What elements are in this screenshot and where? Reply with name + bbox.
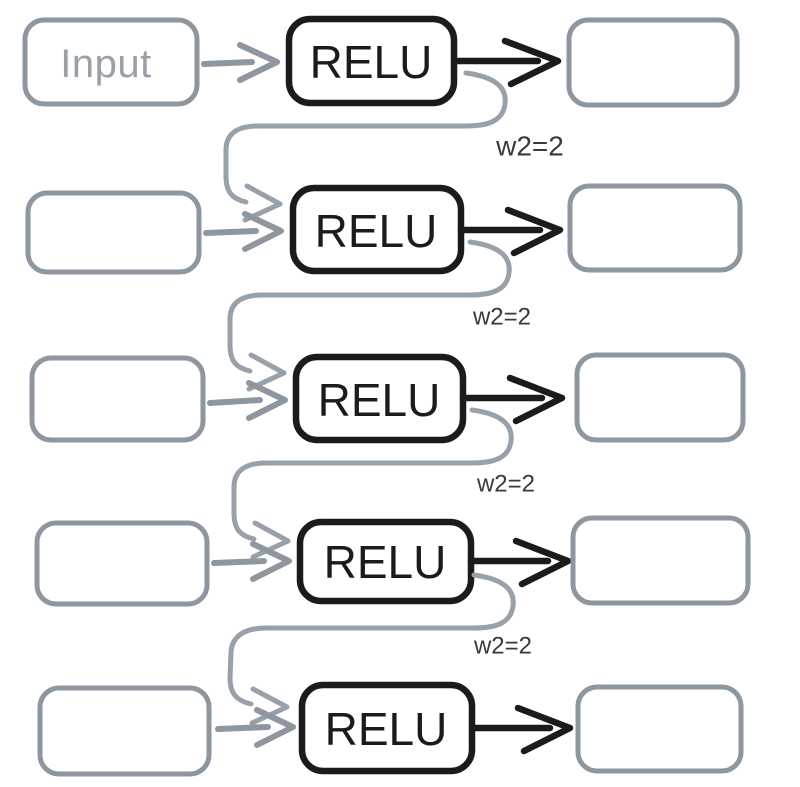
skip-connector-path xyxy=(227,572,516,707)
gray-arrowhead-icon xyxy=(254,707,296,748)
gray-arrowhead-icon xyxy=(242,211,284,252)
relu-label-2: RELU xyxy=(315,205,438,257)
row-3: RELU xyxy=(29,352,746,444)
input-box xyxy=(22,17,200,107)
black-arrowhead-icon xyxy=(506,374,566,425)
skip-connector-3: w2=2 xyxy=(231,407,535,560)
skip-connector-4: w2=2 xyxy=(227,572,532,726)
row-5: RELU xyxy=(37,681,744,777)
gray-arrowhead-icon xyxy=(237,42,280,83)
relu-label-3: RELU xyxy=(318,374,441,426)
weight-label-1: w2=2 xyxy=(495,131,564,162)
skip-connector-path xyxy=(223,70,508,205)
output-box-5 xyxy=(575,684,744,774)
output-box-3 xyxy=(574,352,746,443)
skip-connector-1: w2=2 xyxy=(223,70,564,223)
gray-arrow-shaft xyxy=(203,228,259,236)
skip-connector-arrowhead-icon xyxy=(246,352,287,392)
gray-arrow-shaft xyxy=(211,558,267,566)
black-arrowhead-icon xyxy=(514,704,574,755)
skip-connector-path xyxy=(231,407,514,542)
row-2: RELU xyxy=(25,183,743,275)
row-4: RELU xyxy=(34,515,751,607)
gray-arrow-shaft xyxy=(215,724,271,732)
black-arrowhead-icon xyxy=(501,37,562,88)
output-box-1 xyxy=(566,17,740,108)
hidden-box-3 xyxy=(29,355,206,443)
hidden-box-5 xyxy=(37,685,212,777)
output-box-4 xyxy=(570,515,751,606)
input-label: Input xyxy=(60,42,151,86)
skip-connector-arrowhead-icon xyxy=(249,686,290,726)
relu-label-4: RELU xyxy=(324,536,447,588)
skip-connector-arrowhead-icon xyxy=(242,183,283,223)
output-box-2 xyxy=(567,183,743,273)
weight-label-4: w2=2 xyxy=(473,633,532,660)
relu-label-1: RELU xyxy=(310,36,433,88)
gray-arrowhead-icon xyxy=(250,541,292,582)
hidden-box-4 xyxy=(34,520,210,607)
gray-arrow-shaft xyxy=(201,59,255,67)
gray-arrowhead-icon xyxy=(246,380,288,421)
row-1: Input RELU xyxy=(22,15,740,108)
weight-label-2: w2=2 xyxy=(472,304,531,331)
skip-connector-2: w2=2 xyxy=(227,239,531,392)
black-arrowhead-icon xyxy=(504,206,564,257)
hidden-box-2 xyxy=(25,190,202,275)
gray-arrow-shaft xyxy=(207,397,263,406)
black-arrowhead-icon xyxy=(512,537,572,588)
weight-label-3: w2=2 xyxy=(476,471,535,498)
relu-label-5: RELU xyxy=(325,703,448,755)
skip-connector-path xyxy=(227,239,512,374)
